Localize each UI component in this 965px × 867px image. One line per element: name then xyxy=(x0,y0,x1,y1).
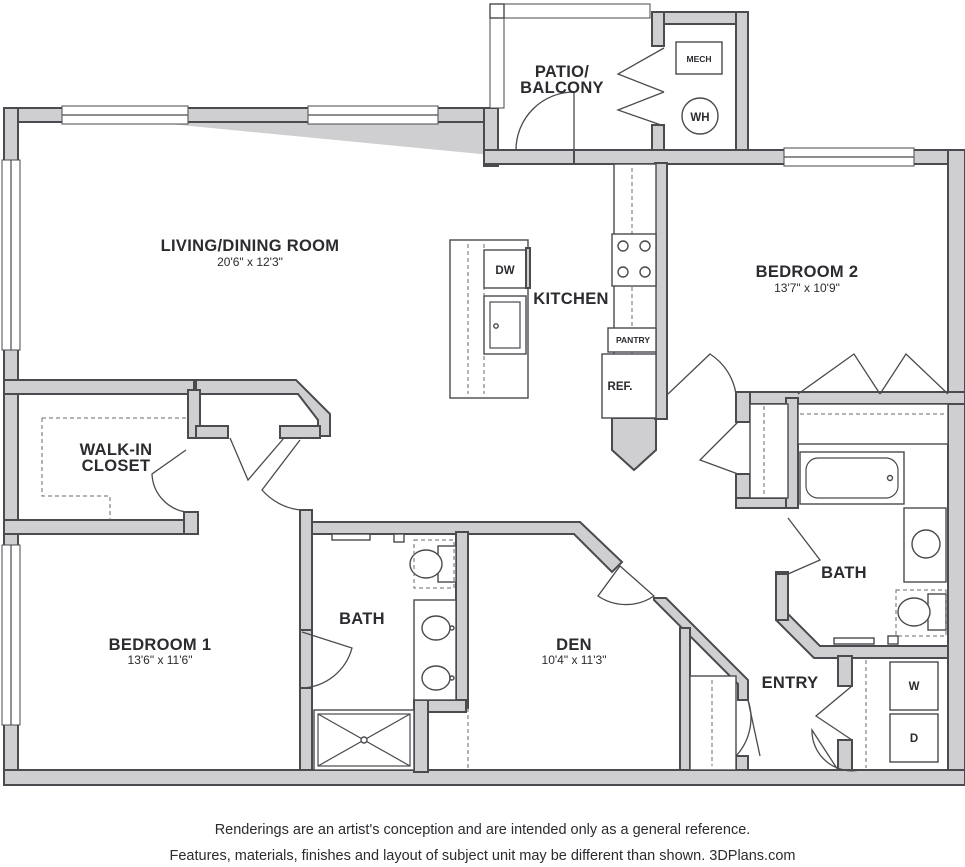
ref-label: REF. xyxy=(608,381,633,393)
kitchen-fixtures xyxy=(449,163,657,419)
bedroom2-dims: 13'7" x 10'9" xyxy=(774,281,840,295)
pantry xyxy=(607,327,657,353)
den-name: DEN xyxy=(556,636,592,654)
mech-label: MECH xyxy=(686,54,711,64)
bedroom1-dims: 13'6" x 11'6" xyxy=(128,653,193,667)
washer-label: W xyxy=(909,681,920,693)
dishwasher xyxy=(483,249,527,289)
wh-label: WH xyxy=(690,112,709,124)
den-dims: 10'4" x 11'3" xyxy=(542,653,607,667)
water-heater xyxy=(681,97,719,135)
pantry-label: PANTRY xyxy=(616,335,650,345)
bath2-fixtures xyxy=(799,451,947,645)
fixture-labels: DW PANTRY REF. MECH WH W D xyxy=(495,54,919,745)
walkin-name-line2: CLOSET xyxy=(82,457,151,475)
patio-name-line2: BALCONY xyxy=(520,79,604,97)
kitchen-sink xyxy=(483,295,527,355)
room-labels: LIVING/DINING ROOM 20'6" x 12'3" KITCHEN… xyxy=(80,63,867,692)
dryer-label: D xyxy=(910,733,918,745)
interior-walls xyxy=(3,162,965,773)
disclaimer-line-1: Renderings are an artist's conception an… xyxy=(214,822,751,838)
patio-name-line1: PATIO/ xyxy=(535,63,589,81)
bathtub xyxy=(799,451,905,505)
doors xyxy=(151,47,949,772)
refrigerator xyxy=(601,353,657,419)
living-room-dims: 20'6" x 12'3" xyxy=(217,255,283,269)
living-room-name: LIVING/DINING ROOM xyxy=(161,237,340,255)
dw-label: DW xyxy=(495,265,514,277)
walkin-name-line1: WALK-IN xyxy=(80,441,153,459)
bedroom2-name: BEDROOM 2 xyxy=(756,263,859,281)
washer xyxy=(889,661,939,711)
bath2-name: BATH xyxy=(821,564,867,582)
bedroom1-name: BEDROOM 1 xyxy=(109,636,212,654)
range xyxy=(611,233,657,287)
disclaimer-line-2: Features, materials, finishes and layout… xyxy=(169,848,796,864)
bath1-name: BATH xyxy=(339,610,385,628)
bath1-fixtures xyxy=(313,533,457,771)
kitchen-name: KITCHEN xyxy=(533,290,608,308)
laundry xyxy=(865,660,939,768)
mech-fixtures xyxy=(675,41,723,135)
windows xyxy=(1,3,915,726)
entry-name: ENTRY xyxy=(762,674,819,692)
dryer xyxy=(889,713,939,763)
mech-unit xyxy=(675,41,723,75)
